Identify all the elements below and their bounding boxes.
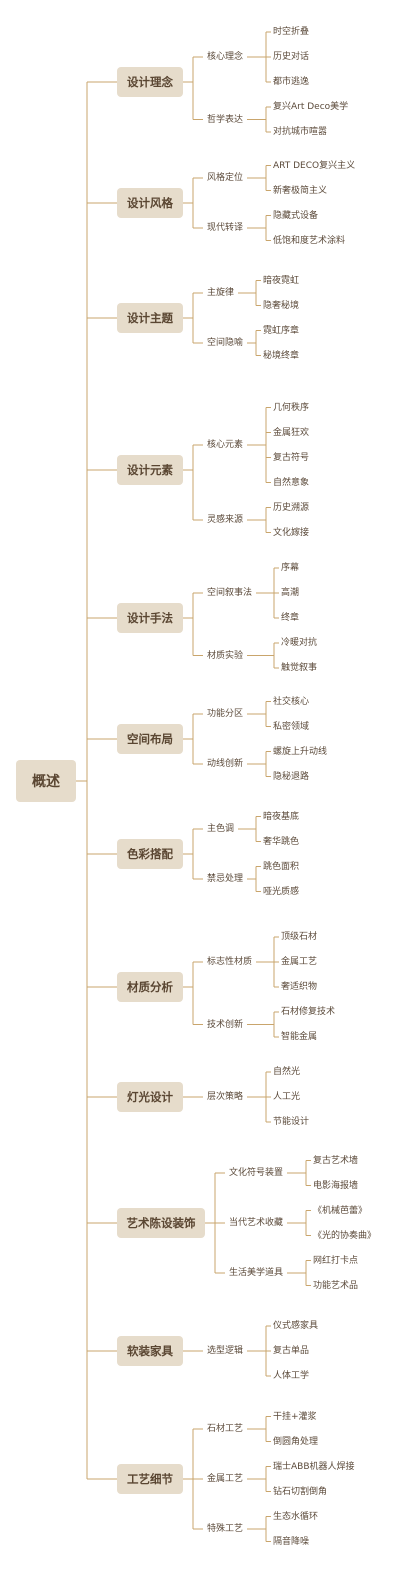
leaf-item: 智能金属 bbox=[281, 1032, 318, 1042]
leaf-item: 复古单品 bbox=[273, 1346, 310, 1356]
leaf-item: 生态水循环 bbox=[273, 1511, 319, 1522]
leaf-item: 序幕 bbox=[281, 563, 300, 573]
leaf-item: 隐藏式设备 bbox=[273, 210, 319, 221]
leaf-item: 都市逃逸 bbox=[273, 77, 310, 87]
leaf-item: 复兴Art Deco美学 bbox=[273, 102, 349, 112]
leaf-item: 秘境终章 bbox=[263, 350, 300, 361]
branch-node: 软装家具 bbox=[117, 1336, 183, 1366]
leaf-item: 隐秘退路 bbox=[273, 771, 310, 782]
sub-topic: 禁忌处理 bbox=[207, 874, 244, 884]
root-node: 概述 bbox=[16, 760, 76, 802]
leaf-item: 霓虹序章 bbox=[263, 325, 300, 336]
sub-topic: 当代艺术收藏 bbox=[229, 1218, 284, 1228]
leaf-item: 隐奢秘境 bbox=[263, 300, 300, 311]
leaf-item: 触觉叙事 bbox=[281, 663, 318, 673]
leaf-item: 高潮 bbox=[281, 588, 300, 598]
leaf-item: 历史对话 bbox=[273, 52, 310, 62]
sub-topic: 空间叙事法 bbox=[207, 588, 253, 598]
leaf-item: 顶级石材 bbox=[281, 932, 318, 942]
sub-topic: 空间隐喻 bbox=[207, 338, 244, 348]
leaf-item: 倒圆角处理 bbox=[273, 1436, 319, 1447]
sub-topic: 生活美学道具 bbox=[229, 1268, 284, 1278]
sub-topic: 核心元素 bbox=[207, 440, 244, 450]
branch-node: 工艺细节 bbox=[117, 1464, 183, 1494]
sub-topic: 功能分区 bbox=[207, 709, 244, 719]
sub-topic: 石材工艺 bbox=[207, 1424, 244, 1434]
leaf-item: 跳色面积 bbox=[263, 861, 300, 872]
sub-topic: 选型逻辑 bbox=[207, 1346, 244, 1356]
sub-topic: 层次策略 bbox=[207, 1092, 244, 1102]
sub-topic: 风格定位 bbox=[207, 173, 244, 183]
leaf-item: 复古符号 bbox=[273, 452, 310, 463]
sub-topic: 标志性材质 bbox=[207, 957, 253, 967]
leaf-item: 网红打卡点 bbox=[313, 1255, 359, 1266]
leaf-item: 节能设计 bbox=[273, 1117, 310, 1127]
leaf-item: 功能艺术品 bbox=[313, 1280, 359, 1291]
branch-node: 色彩搭配 bbox=[117, 839, 183, 869]
leaf-item: 自然光 bbox=[273, 1067, 301, 1077]
leaf-item: 社交核心 bbox=[273, 696, 310, 707]
sub-topic: 哲学表达 bbox=[207, 114, 244, 125]
sub-topic: 金属工艺 bbox=[207, 1474, 244, 1484]
leaf-item: 瑞士ABB机器人焊接 bbox=[273, 1461, 355, 1472]
leaf-item: 金属工艺 bbox=[281, 957, 318, 967]
leaf-item: 奢适织物 bbox=[281, 982, 318, 992]
sub-topic: 主旋律 bbox=[207, 288, 235, 298]
branch-node: 艺术陈设装饰 bbox=[117, 1208, 205, 1238]
sub-topic: 动线创新 bbox=[207, 759, 244, 769]
leaf-item: 人体工学 bbox=[273, 1371, 310, 1381]
leaf-item: 冷暖对抗 bbox=[281, 638, 318, 648]
leaf-item: 钻石切割倒角 bbox=[273, 1486, 328, 1497]
sub-topic: 主色调 bbox=[207, 824, 235, 834]
branch-node: 材质分析 bbox=[117, 972, 183, 1002]
leaf-item: 历史溯源 bbox=[273, 502, 310, 513]
leaf-item: 金属狂欢 bbox=[273, 427, 310, 438]
branch-node: 设计主题 bbox=[117, 303, 183, 333]
leaf-item: 哑光质感 bbox=[263, 886, 300, 897]
leaf-item: 干挂+灌浆 bbox=[273, 1411, 317, 1422]
sub-topic: 灵感来源 bbox=[207, 515, 244, 525]
branch-node: 设计风格 bbox=[117, 188, 183, 218]
leaf-item: 人工光 bbox=[273, 1092, 301, 1102]
sub-topic: 文化符号装置 bbox=[229, 1168, 284, 1178]
sub-topic: 技术创新 bbox=[207, 1019, 244, 1030]
branch-node: 空间布局 bbox=[117, 724, 183, 754]
leaf-item: 石材修复技术 bbox=[281, 1007, 336, 1017]
leaf-item: 私密领域 bbox=[273, 721, 310, 732]
leaf-item: 复古艺术墙 bbox=[313, 1155, 359, 1166]
leaf-item: 电影海报墙 bbox=[313, 1180, 359, 1191]
sub-topic: 现代转译 bbox=[207, 223, 244, 233]
leaf-item: 奢华跳色 bbox=[263, 836, 300, 847]
leaf-item: 对抗城市喧嚣 bbox=[273, 127, 328, 137]
leaf-item: 几何秩序 bbox=[273, 402, 310, 413]
leaf-item: 暗夜霓虹 bbox=[263, 275, 300, 286]
branch-node: 设计手法 bbox=[117, 603, 183, 633]
leaf-item: 新奢极简主义 bbox=[273, 185, 328, 196]
leaf-item: 低饱和度艺术涂料 bbox=[273, 235, 346, 246]
branch-node: 设计理念 bbox=[117, 67, 183, 97]
leaf-item: 《机械芭蕾》 bbox=[313, 1205, 368, 1216]
branch-node: 设计元素 bbox=[117, 455, 183, 485]
leaf-item: 文化嫁接 bbox=[273, 527, 310, 538]
leaf-item: 时空折叠 bbox=[273, 27, 310, 37]
sub-topic: 核心理念 bbox=[207, 52, 244, 62]
branch-node: 灯光设计 bbox=[117, 1082, 183, 1112]
leaf-item: 暗夜基底 bbox=[263, 811, 300, 822]
leaf-item: ART DECO复兴主义 bbox=[273, 160, 356, 171]
leaf-item: 终章 bbox=[281, 613, 300, 623]
leaf-item: 仪式感家具 bbox=[273, 1321, 319, 1331]
leaf-item: 隔音降噪 bbox=[273, 1536, 310, 1547]
sub-topic: 材质实验 bbox=[207, 650, 244, 661]
leaf-item: 螺旋上升动线 bbox=[273, 746, 328, 757]
leaf-item: 自然意象 bbox=[273, 477, 310, 488]
sub-topic: 特殊工艺 bbox=[207, 1524, 244, 1534]
leaf-item: 《光的协奏曲》 bbox=[313, 1230, 377, 1241]
